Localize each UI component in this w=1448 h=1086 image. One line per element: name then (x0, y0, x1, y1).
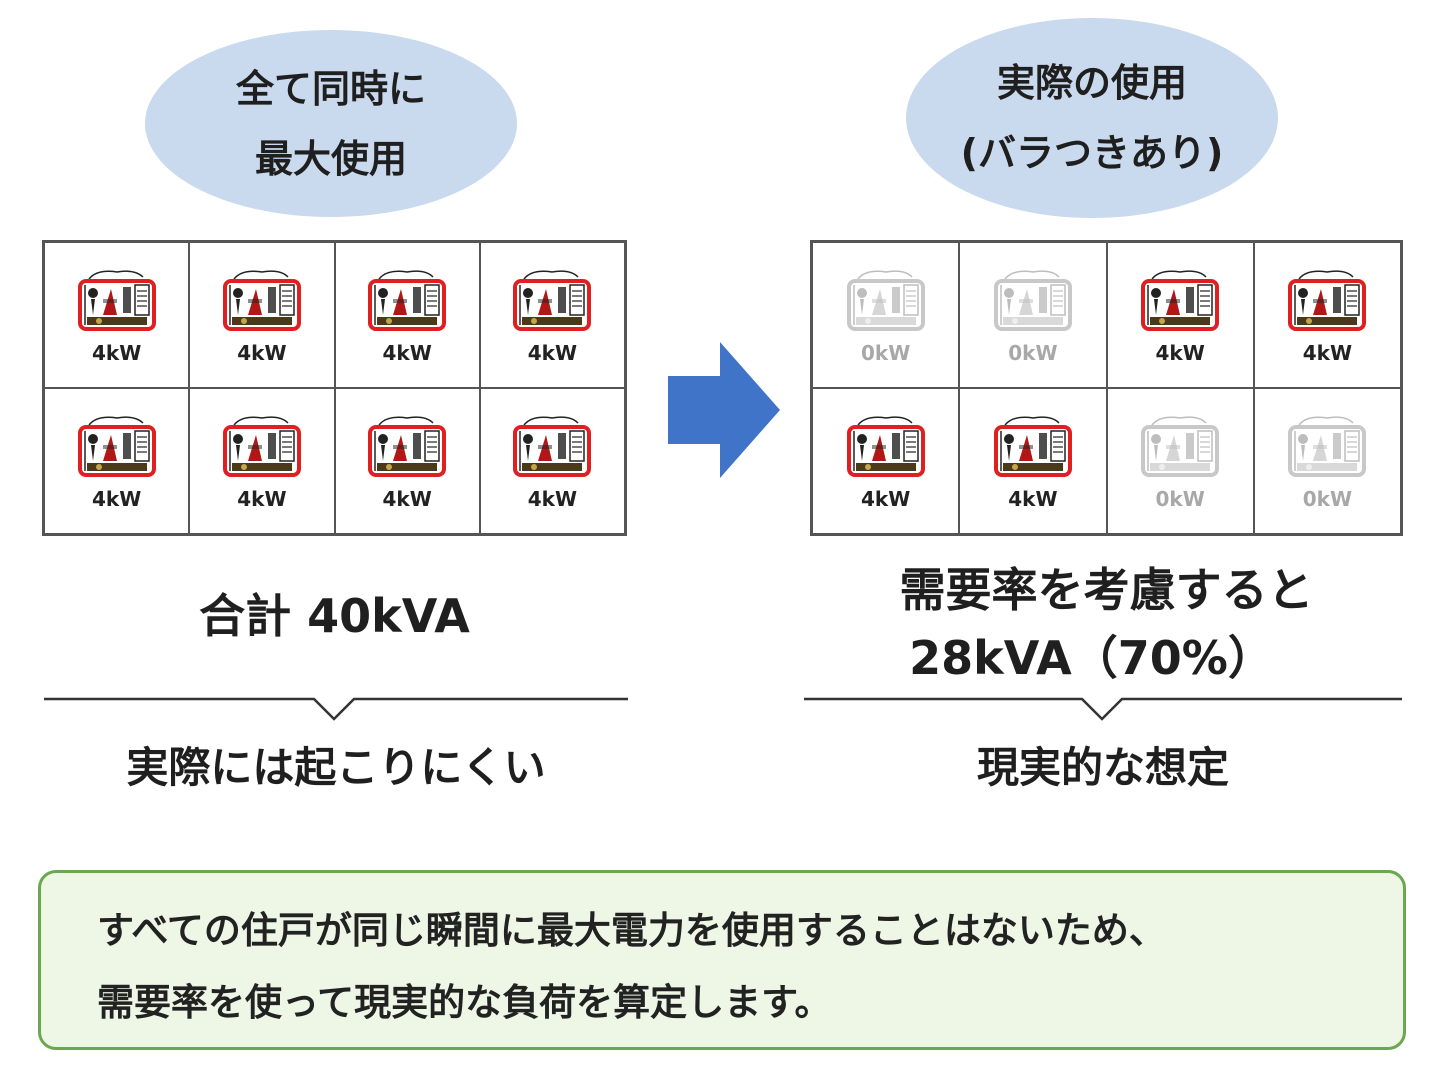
left-grid-cell: 4kW (334, 388, 480, 534)
right-grid-cell: 0kW (1106, 388, 1254, 534)
note-line-1: すべての住戸が同じ瞬間に最大電力を使用することはないため、 (97, 909, 1166, 952)
note-line-2: 需要率を使って現実的な負荷を算定します。 (97, 981, 832, 1024)
left-grid-cell: 4kW (334, 242, 480, 388)
appliance-cluster-icon (993, 416, 1072, 477)
cell-power-label: 4kW (382, 341, 432, 365)
cell-power-label: 4kW (91, 487, 142, 511)
right-callout-divider (804, 697, 1402, 721)
cell-power-label: 4kW (91, 341, 142, 365)
cell-power-label: 4kW (237, 341, 287, 365)
cell-power-label: 4kW (527, 341, 578, 365)
left-appliance-grid: 4kW 4kW 4kW 4kW 4kW 4kW 4kW 4kW (42, 240, 627, 536)
right-demand-text: 需要率を考慮すると 28kVA（70%） (810, 556, 1403, 692)
cell-power-label: 0kW (1008, 341, 1058, 365)
left-grid-cell: 4kW (44, 242, 190, 388)
right-grid-cell: 0kW (959, 242, 1107, 388)
appliance-cluster-icon (846, 270, 925, 331)
right-arrow-icon (668, 342, 780, 478)
left-callout-divider (44, 697, 628, 721)
left-bubble-line-2: 最大使用 (254, 136, 407, 181)
cell-power-label: 4kW (1302, 341, 1353, 365)
right-bubble-line-2: (バラつきあり) (960, 131, 1224, 175)
left-grid-cell: 4kW (479, 388, 625, 534)
appliance-cluster-icon (1141, 416, 1220, 477)
cell-power-label: 4kW (527, 487, 578, 511)
appliance-cluster-icon (77, 270, 156, 331)
cell-power-label: 4kW (237, 487, 287, 511)
right-conclusion: 現実的な想定 (976, 743, 1229, 792)
left-grid-cell: 4kW (189, 242, 335, 388)
cell-power-label: 0kW (1155, 487, 1205, 511)
appliance-cluster-icon (222, 416, 301, 477)
right-appliance-grid: 0kW 0kW 4kW 4kW 4kW 4kW 0kW 0kW (810, 240, 1403, 536)
left-total-text: 合計 40kVA (199, 589, 470, 643)
left-bubble-line-1: 全て同時に (235, 66, 426, 111)
cell-power-label: 4kW (1155, 341, 1205, 365)
left-grid-cell: 4kW (189, 388, 335, 534)
right-grid-cell: 4kW (812, 388, 960, 534)
right-grid-cell: 4kW (1106, 242, 1254, 388)
appliance-cluster-icon (77, 416, 156, 477)
summary-note-box: すべての住戸が同じ瞬間に最大電力を使用することはないため、 需要率を使って現実的… (38, 870, 1406, 1050)
right-grid-cell: 4kW (959, 388, 1107, 534)
right-grid-cell: 0kW (1253, 388, 1401, 534)
right-demand-line-2: 28kVA（70%） (909, 631, 1274, 685)
left-scenario-bubble: 全て同時に 最大使用 (145, 30, 517, 217)
appliance-cluster-icon (513, 416, 592, 477)
appliance-cluster-icon (846, 416, 925, 477)
cell-power-label: 0kW (1302, 487, 1353, 511)
right-bubble-line-1: 実際の使用 (996, 61, 1187, 105)
appliance-cluster-icon (222, 270, 301, 331)
appliance-cluster-icon (513, 270, 592, 331)
right-demand-line-1: 需要率を考慮すると (899, 563, 1314, 617)
appliance-cluster-icon (368, 416, 447, 477)
cell-power-label: 4kW (382, 487, 432, 511)
appliance-cluster-icon (368, 270, 447, 331)
left-conclusion: 実際には起こりにくい (126, 743, 546, 792)
appliance-cluster-icon (993, 270, 1072, 331)
right-grid-cell: 0kW (812, 242, 960, 388)
left-grid-cell: 4kW (479, 242, 625, 388)
appliance-cluster-icon (1288, 416, 1367, 477)
appliance-cluster-icon (1141, 270, 1220, 331)
cell-power-label: 4kW (1008, 487, 1058, 511)
appliance-cluster-icon (1288, 270, 1367, 331)
right-grid-cell: 4kW (1253, 242, 1401, 388)
right-scenario-bubble: 実際の使用 (バラつきあり) (906, 18, 1278, 218)
cell-power-label: 0kW (860, 341, 911, 365)
left-grid-cell: 4kW (44, 388, 190, 534)
cell-power-label: 4kW (860, 487, 911, 511)
